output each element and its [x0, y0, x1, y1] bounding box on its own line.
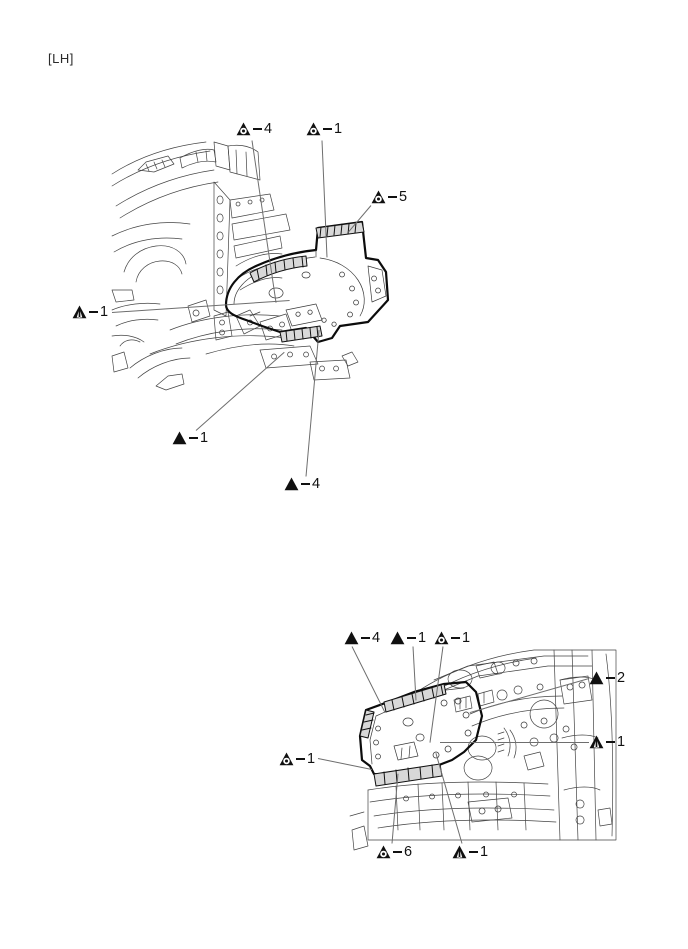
callout-upper-hatched-1-dash: [89, 311, 98, 314]
callout-lower-ring-6-dash: [393, 851, 402, 854]
callout-lower-plain-4-number: 4: [372, 630, 381, 646]
callout-lower-ring-1l: 1: [279, 752, 315, 767]
callout-lower-ring-1l-dash: [296, 758, 305, 761]
callout-lower-plain-2: 2: [589, 671, 625, 686]
triangle-hatched-icon: [72, 305, 87, 319]
callout-lower-hatched-1r: 1: [589, 735, 625, 750]
callout-lower-plain-2-dash: [606, 677, 615, 680]
callout-lower-hatched-1b-dash: [469, 851, 478, 854]
callout-upper-plain-4-dash: [301, 483, 310, 486]
callout-lower-plain-1: 1: [390, 631, 426, 646]
callout-upper-ring-1: 1: [306, 122, 342, 137]
callout-lower-plain-1-number: 1: [418, 630, 427, 646]
triangle-hatched-icon: [452, 845, 467, 859]
callout-upper-plain-1: 1: [172, 431, 208, 446]
callout-upper-ring-4-number: 4: [264, 121, 273, 137]
callout-lower-plain-4-dash: [361, 637, 370, 640]
callout-lower-hatched-1b-number: 1: [480, 844, 489, 860]
callout-upper-hatched-1: 1: [72, 305, 108, 320]
callout-lower-hatched-1r-number: 1: [617, 734, 626, 750]
callout-lower-ring-1l-number: 1: [307, 751, 316, 767]
callout-upper-ring-5-number: 5: [399, 189, 408, 205]
callout-upper-plain-4-number: 4: [312, 476, 321, 492]
callout-upper-plain-1-number: 1: [200, 430, 209, 446]
triangle-plain-icon: [589, 671, 604, 685]
triangle-ring-icon: [306, 122, 321, 136]
callout-upper-ring-4: 4: [236, 122, 272, 137]
side-designation-label: [LH]: [48, 51, 74, 66]
upper-diagram-illustration: [110, 140, 410, 400]
triangle-ring-icon: [371, 190, 386, 204]
lower-diagram-illustration: [348, 640, 644, 855]
callout-lower-plain-4: 4: [344, 631, 380, 646]
callout-lower-ring-1-dash: [451, 637, 460, 640]
callout-upper-ring-1-number: 1: [334, 121, 343, 137]
callout-upper-ring-4-dash: [253, 128, 262, 131]
triangle-ring-icon: [434, 631, 449, 645]
callout-lower-ring-6: 6: [376, 845, 412, 860]
callout-upper-ring-5-dash: [388, 196, 397, 199]
triangle-plain-icon: [344, 631, 359, 645]
callout-upper-ring-5: 5: [371, 190, 407, 205]
triangle-plain-icon: [284, 477, 299, 491]
callout-lower-plain-2-number: 2: [617, 670, 626, 686]
triangle-ring-icon: [279, 752, 294, 766]
triangle-plain-icon: [390, 631, 405, 645]
callout-lower-plain-1-dash: [407, 637, 416, 640]
callout-lower-ring-1-number: 1: [462, 630, 471, 646]
callout-lower-hatched-1r-leader-line: [440, 742, 589, 743]
callout-upper-plain-1-dash: [189, 437, 198, 440]
callout-lower-ring-1: 1: [434, 631, 470, 646]
callout-upper-plain-4: 4: [284, 477, 320, 492]
triangle-ring-icon: [376, 845, 391, 859]
callout-upper-hatched-1-number: 1: [100, 304, 109, 320]
triangle-plain-icon: [172, 431, 187, 445]
callout-upper-ring-1-dash: [323, 128, 332, 131]
triangle-ring-icon: [236, 122, 251, 136]
triangle-hatched-icon: [589, 735, 604, 749]
callout-lower-hatched-1r-dash: [606, 741, 615, 744]
callout-lower-ring-6-number: 6: [404, 844, 413, 860]
callout-lower-hatched-1b: 1: [452, 845, 488, 860]
